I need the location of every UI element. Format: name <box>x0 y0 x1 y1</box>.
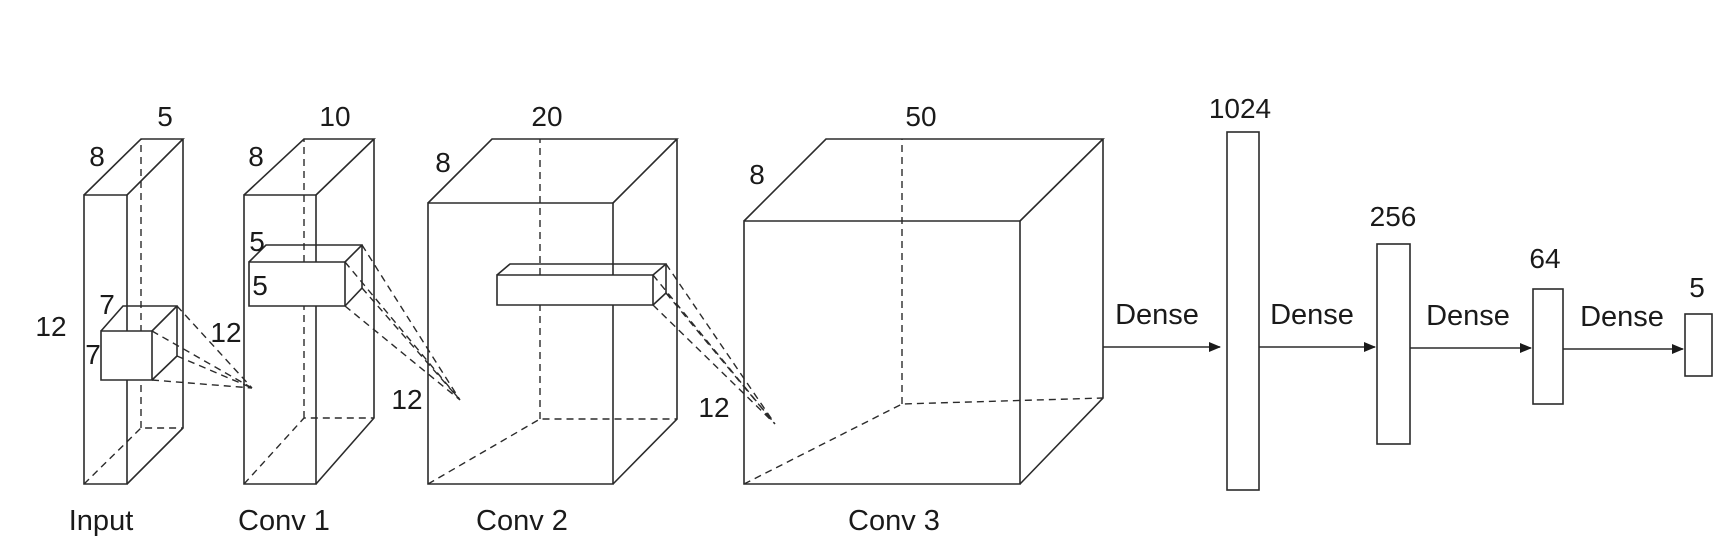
conv1-kernel-height-label: 5 <box>252 270 268 301</box>
conv3-depth-label: 8 <box>749 159 765 190</box>
conv2-projection-lines <box>652 263 776 425</box>
dense-label-3: Dense <box>1426 300 1510 332</box>
input-height-label: 12 <box>35 311 66 342</box>
input-block <box>83 138 253 485</box>
conv2-layer-label: Conv 2 <box>476 505 568 537</box>
conv2-kernel-box <box>496 263 667 306</box>
input-layer-label: Input <box>69 505 134 537</box>
conv2-depth-label: 8 <box>435 147 451 178</box>
conv3-width-label: 50 <box>905 101 936 132</box>
conv1-depth-label: 8 <box>248 141 264 172</box>
dense-layer-1024 <box>1226 131 1260 491</box>
dense-label-2: Dense <box>1270 299 1354 331</box>
dense-units-256: 256 <box>1370 201 1417 232</box>
conv1-projection-lines <box>344 244 461 401</box>
conv1-kernel-depth-label: 5 <box>249 226 265 257</box>
dense-layer-64 <box>1532 288 1564 405</box>
input-projection-lines <box>151 305 253 389</box>
dense-units-64: 64 <box>1529 243 1560 274</box>
conv2-block <box>427 138 776 485</box>
dense-units-1024: 1024 <box>1209 93 1271 124</box>
conv2-target-height-label: 12 <box>698 392 729 423</box>
conv2-width-label: 20 <box>531 101 562 132</box>
output-layer-5 <box>1684 313 1713 377</box>
conv1-target-height-label: 12 <box>391 384 422 415</box>
conv3-layer-label: Conv 3 <box>848 505 940 537</box>
dense-label-1: Dense <box>1115 299 1199 331</box>
input-target-height-label: 12 <box>210 317 241 348</box>
input-width-label: 5 <box>157 101 173 132</box>
input-kernel-depth-label: 7 <box>99 289 115 320</box>
dense-label-4: Dense <box>1580 301 1664 333</box>
conv1-layer-label: Conv 1 <box>238 505 330 537</box>
dense-layer-256 <box>1376 243 1411 445</box>
conv1-width-label: 10 <box>319 101 350 132</box>
conv1-block <box>243 138 461 485</box>
input-depth-label: 8 <box>89 141 105 172</box>
conv3-block <box>743 138 1105 485</box>
dense-units-5: 5 <box>1689 272 1705 303</box>
input-kernel-height-label: 7 <box>85 339 101 370</box>
